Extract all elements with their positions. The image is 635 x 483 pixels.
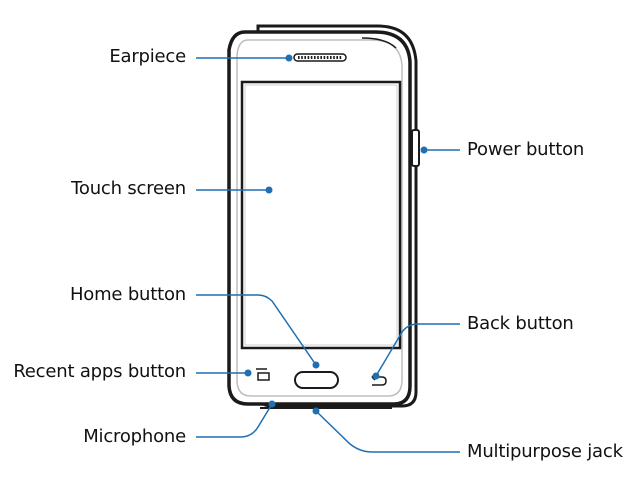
recent-apps-icon xyxy=(256,368,270,381)
phone-inner-rim xyxy=(236,39,403,397)
label-home-button: Home button xyxy=(69,284,186,305)
label-recent-apps-button: Recent apps button xyxy=(13,361,186,382)
label-multipurpose-jack: Multipurpose jack xyxy=(467,441,623,462)
callout-dot-power-button xyxy=(420,146,428,154)
phone-top-edge xyxy=(361,37,397,49)
label-earpiece: Earpiece xyxy=(109,46,186,67)
callout-dot-recent-apps xyxy=(244,369,252,377)
callout-line-home-button xyxy=(196,294,317,366)
label-power-button: Power button xyxy=(467,139,585,160)
label-touch-screen: Touch screen xyxy=(71,178,186,199)
callout-line-multipurpose-jack xyxy=(315,410,460,453)
home-button-hardware xyxy=(294,371,339,389)
label-microphone: Microphone xyxy=(83,426,186,447)
label-back-button: Back button xyxy=(467,313,574,334)
callout-dot-back-button xyxy=(372,372,380,380)
callout-line-back-button xyxy=(375,323,460,377)
callout-dot-microphone xyxy=(268,400,276,408)
earpiece-grille xyxy=(293,53,347,62)
touch-screen-area xyxy=(240,80,402,350)
screen-inner-border xyxy=(244,84,398,346)
callout-dot-home-button xyxy=(312,361,320,369)
power-button-hardware xyxy=(411,129,420,167)
callout-dots xyxy=(244,54,428,415)
callouts xyxy=(196,57,460,453)
callout-dot-touch-screen xyxy=(265,186,273,194)
callout-dot-earpiece xyxy=(285,54,293,62)
callout-dot-multipurpose-jack xyxy=(312,407,320,415)
callout-line-microphone xyxy=(196,403,273,438)
